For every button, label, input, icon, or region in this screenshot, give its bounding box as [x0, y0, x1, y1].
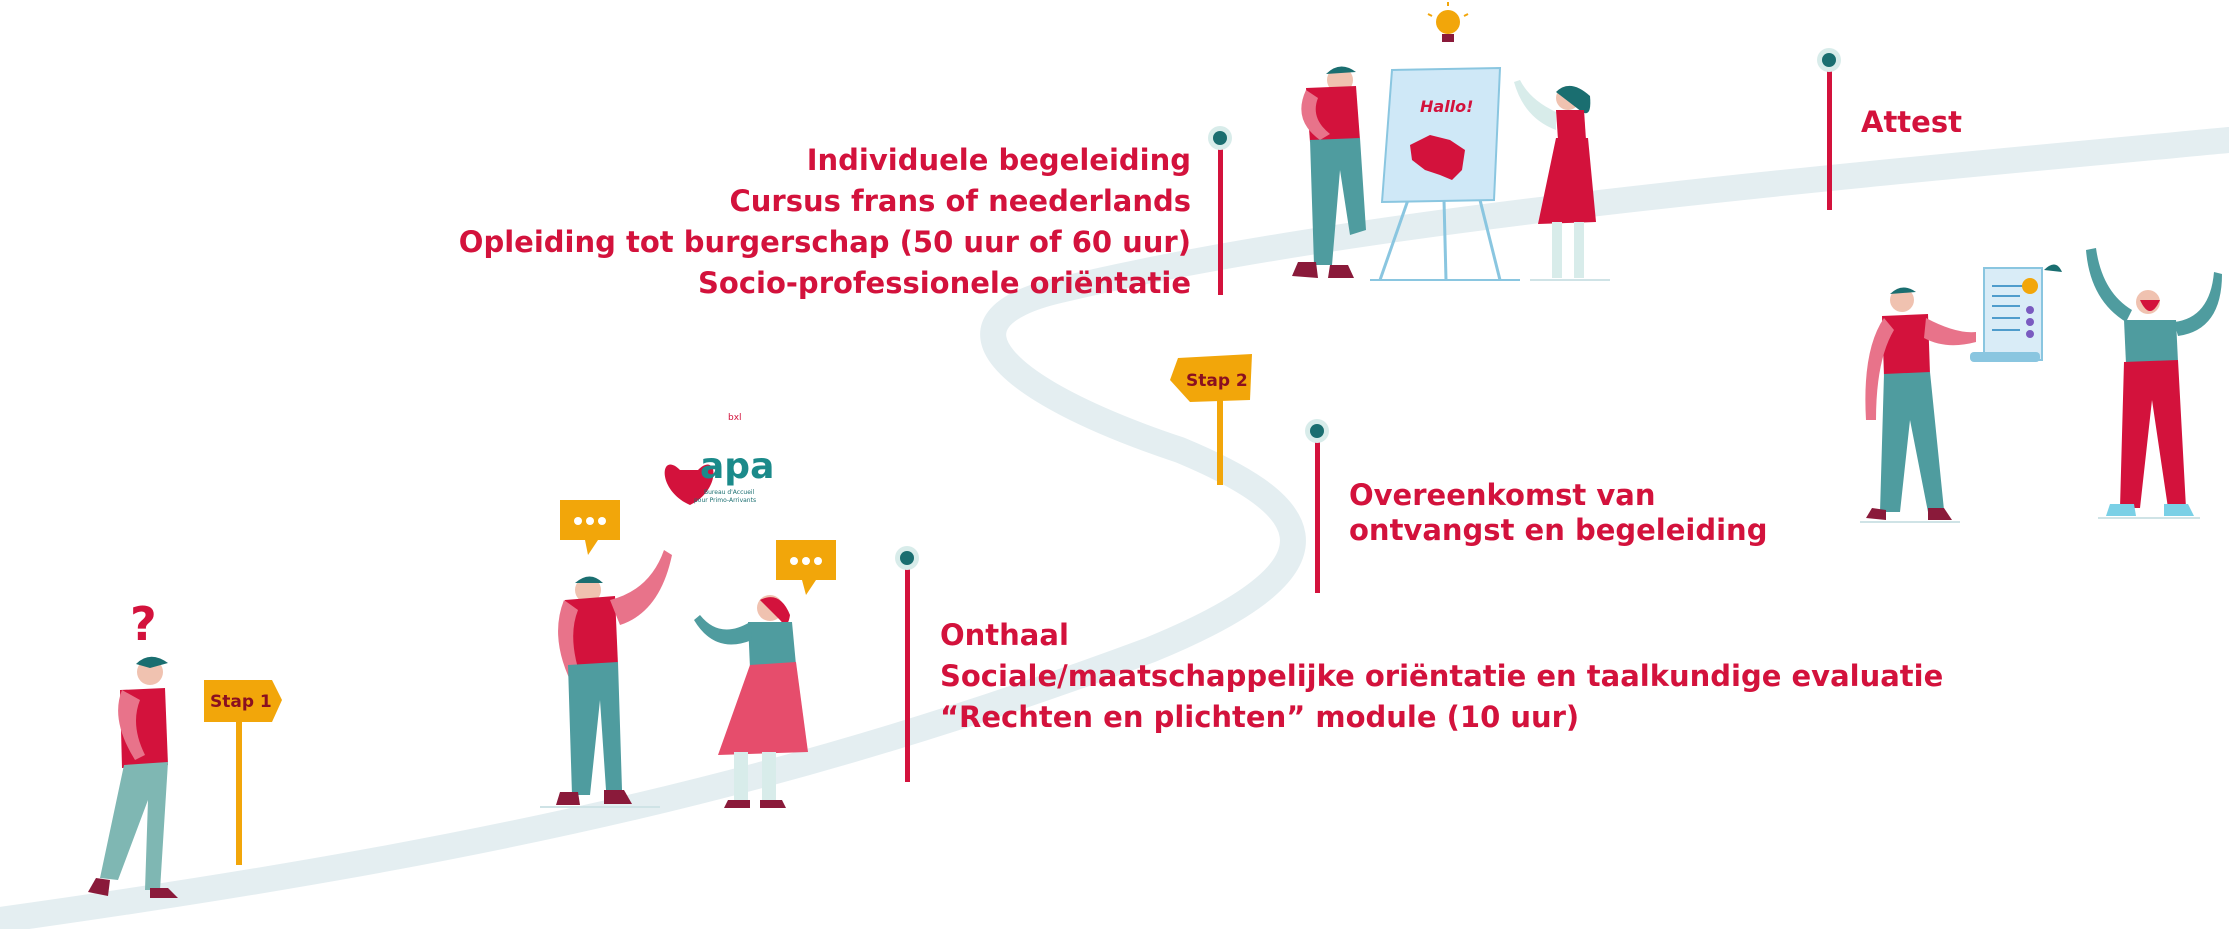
- cheering-man-figure: [2086, 248, 2222, 519]
- milestone-pin-onthaal: [895, 546, 919, 782]
- logo-line-1: Bureau d'Accueil: [704, 489, 755, 496]
- begeleiding-line: Opleiding tot burgerschap (50 uur of 60 …: [458, 225, 1191, 259]
- milestone-text-overeenkomst: Overeenkomst van ontvangst en begeleidin…: [1349, 478, 1767, 548]
- overeenkomst-line: Overeenkomst van: [1349, 478, 1656, 512]
- waving-man-figure: [540, 550, 672, 808]
- apa-logo: apa bxl Bureau d'Accueil pour Primo-Arri…: [664, 413, 774, 505]
- certificate-presenter-figure: [1860, 287, 1976, 523]
- begeleiding-line: Cursus frans of neederlands: [729, 184, 1191, 218]
- flipchart-greeting: Hallo!: [1420, 97, 1473, 116]
- flipchart: Hallo!: [1370, 66, 1520, 281]
- speech-bubble-icon: [560, 500, 620, 555]
- begeleiding-line: Individuele begeleiding: [806, 143, 1191, 177]
- light-bulb-icon: [1427, 2, 1469, 42]
- onthaal-line: “Rechten en plichten” module (10 uur): [940, 700, 1580, 734]
- logo-superscript: bxl: [728, 413, 742, 423]
- step-1-label: Stap 1: [210, 692, 272, 712]
- question-mark: ?: [130, 597, 157, 651]
- overeenkomst-line: ontvangst en begeleiding: [1349, 513, 1768, 547]
- onthaal-line: Sociale/maatschappelijke oriëntatie en t…: [940, 659, 1944, 693]
- winding-road: [0, 127, 2229, 929]
- woman-in-red-dress-figure: [1514, 80, 1610, 281]
- step-2-label: Stap 2: [1186, 371, 1248, 391]
- begeleiding-line: Socio-professionele oriëntatie: [698, 266, 1191, 300]
- speech-bubble-icon: [776, 540, 836, 595]
- milestone-text-begeleiding: Individuele begeleiding Cursus frans of …: [459, 140, 1191, 304]
- step-2-sign: Stap 2: [1170, 354, 1252, 485]
- confused-person-figure: ?: [88, 597, 178, 898]
- milestone-pin-begeleiding: [1208, 126, 1232, 295]
- milestone-pin-overeenkomst: [1305, 419, 1329, 593]
- milestone-pin-attest: [1817, 48, 1841, 210]
- logo-name: apa: [700, 446, 774, 487]
- presenter-man-figure: [1292, 66, 1366, 278]
- logo-line-2: pour Primo-Arrivants: [694, 497, 756, 504]
- onthaal-line: Onthaal: [940, 618, 1069, 652]
- milestone-text-attest: Attest: [1861, 102, 1962, 143]
- woman-in-dress-figure: [694, 595, 808, 808]
- attest-line: Attest: [1861, 105, 1962, 139]
- certificate-document-icon: [1970, 264, 2062, 362]
- step-1-sign: Stap 1: [204, 680, 282, 865]
- milestone-text-onthaal: Onthaal Sociale/maatschappelijke oriënta…: [940, 615, 1943, 738]
